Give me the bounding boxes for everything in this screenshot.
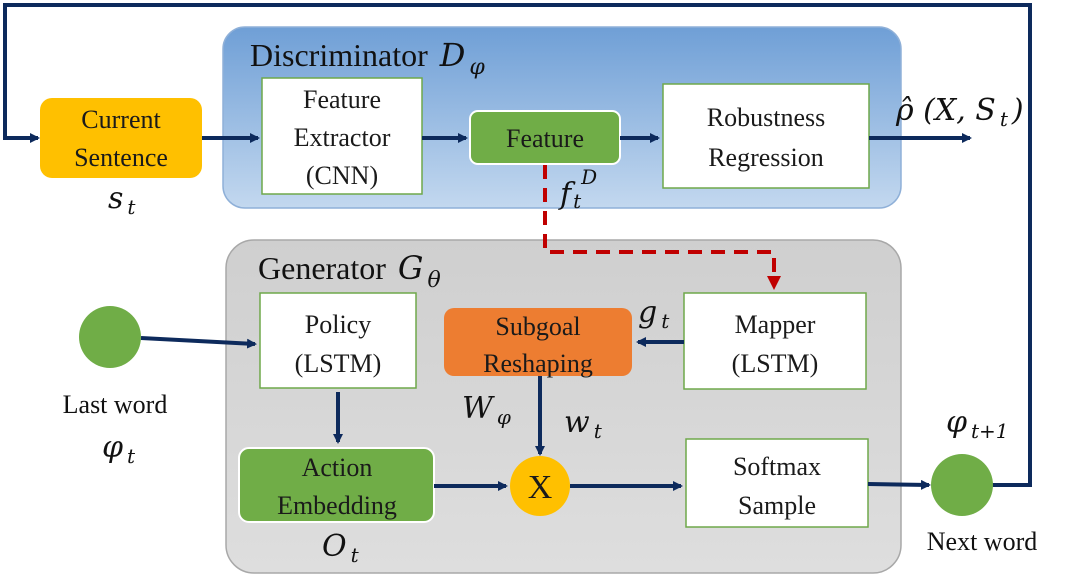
last-word-label: Last word — [63, 390, 168, 419]
subgoal-output-symbol: w t — [564, 405, 603, 443]
current-sentence-symbol: s t — [108, 181, 136, 219]
arrow-softmax-to-nextword — [867, 479, 931, 490]
subgoal-reshaping-line-2: Reshaping — [483, 349, 593, 378]
feature-extractor-box: Feature Extractor (CNN) — [261, 77, 423, 195]
softmax-sample-box: Softmax Sample — [685, 438, 869, 528]
policy-line-2: (LSTM) — [295, 349, 382, 378]
softmax-sample-line-2: Sample — [738, 491, 816, 520]
policy-line-1: Policy — [305, 310, 371, 339]
feature-extractor-line-1: Feature — [303, 85, 381, 114]
current-sentence-line-1: Current — [81, 105, 161, 134]
mapper-box: Mapper (LSTM) — [683, 292, 867, 390]
feature-extractor-line-3: (CNN) — [306, 161, 378, 190]
feature-label: Feature — [506, 124, 584, 153]
feature-box: Feature — [469, 110, 621, 165]
mapper-output-symbol: g t — [638, 295, 670, 333]
current-sentence-node: Current Sentence — [40, 98, 202, 178]
action-embedding-line-1: Action — [302, 453, 373, 482]
robustness-regression-line-2: Regression — [708, 143, 824, 172]
discriminator-title: Discriminator D φ — [250, 36, 485, 80]
softmax-sample-line-1: Softmax — [733, 452, 821, 481]
action-symbol: O t — [322, 529, 360, 567]
feature-symbol: f t D — [558, 165, 597, 213]
robustness-regression-line-1: Robustness — [707, 103, 825, 132]
multiply-node — [510, 456, 570, 516]
robustness-regression-box: Robustness Regression — [662, 83, 870, 189]
mapper-line-1: Mapper — [735, 310, 816, 339]
next-word-symbol: φ t+1 — [946, 405, 1009, 443]
mapper-line-2: (LSTM) — [732, 349, 819, 378]
feedback-loop-arrow — [3, 3, 1032, 487]
subgoal-reshaping-box: Subgoal Reshaping — [444, 308, 632, 378]
arrow-lastword-to-policy — [140, 336, 257, 349]
action-embedding-box: Action Embedding — [238, 447, 435, 523]
last-word-symbol: φ t — [102, 430, 136, 468]
multiply-label: X — [528, 469, 553, 506]
subgoal-reshaping-line-1: Subgoal — [495, 312, 580, 341]
feature-extractor-line-2: Extractor — [294, 123, 391, 152]
current-sentence-line-2: Sentence — [74, 143, 168, 172]
next-word-label: Next word — [927, 527, 1037, 556]
robustness-output-label: ρ̂ (X, S t ) — [895, 93, 1024, 131]
action-embedding-line-2: Embedding — [277, 491, 397, 520]
dashed-arrow-head — [767, 276, 781, 290]
next-word-node — [931, 454, 993, 516]
weight-symbol: W φ — [462, 391, 511, 429]
dashed-feature-to-mapper — [543, 165, 776, 280]
policy-box: Policy (LSTM) — [259, 292, 417, 389]
last-word-node — [79, 306, 141, 368]
generator-title: Generator G θ — [258, 249, 441, 293]
